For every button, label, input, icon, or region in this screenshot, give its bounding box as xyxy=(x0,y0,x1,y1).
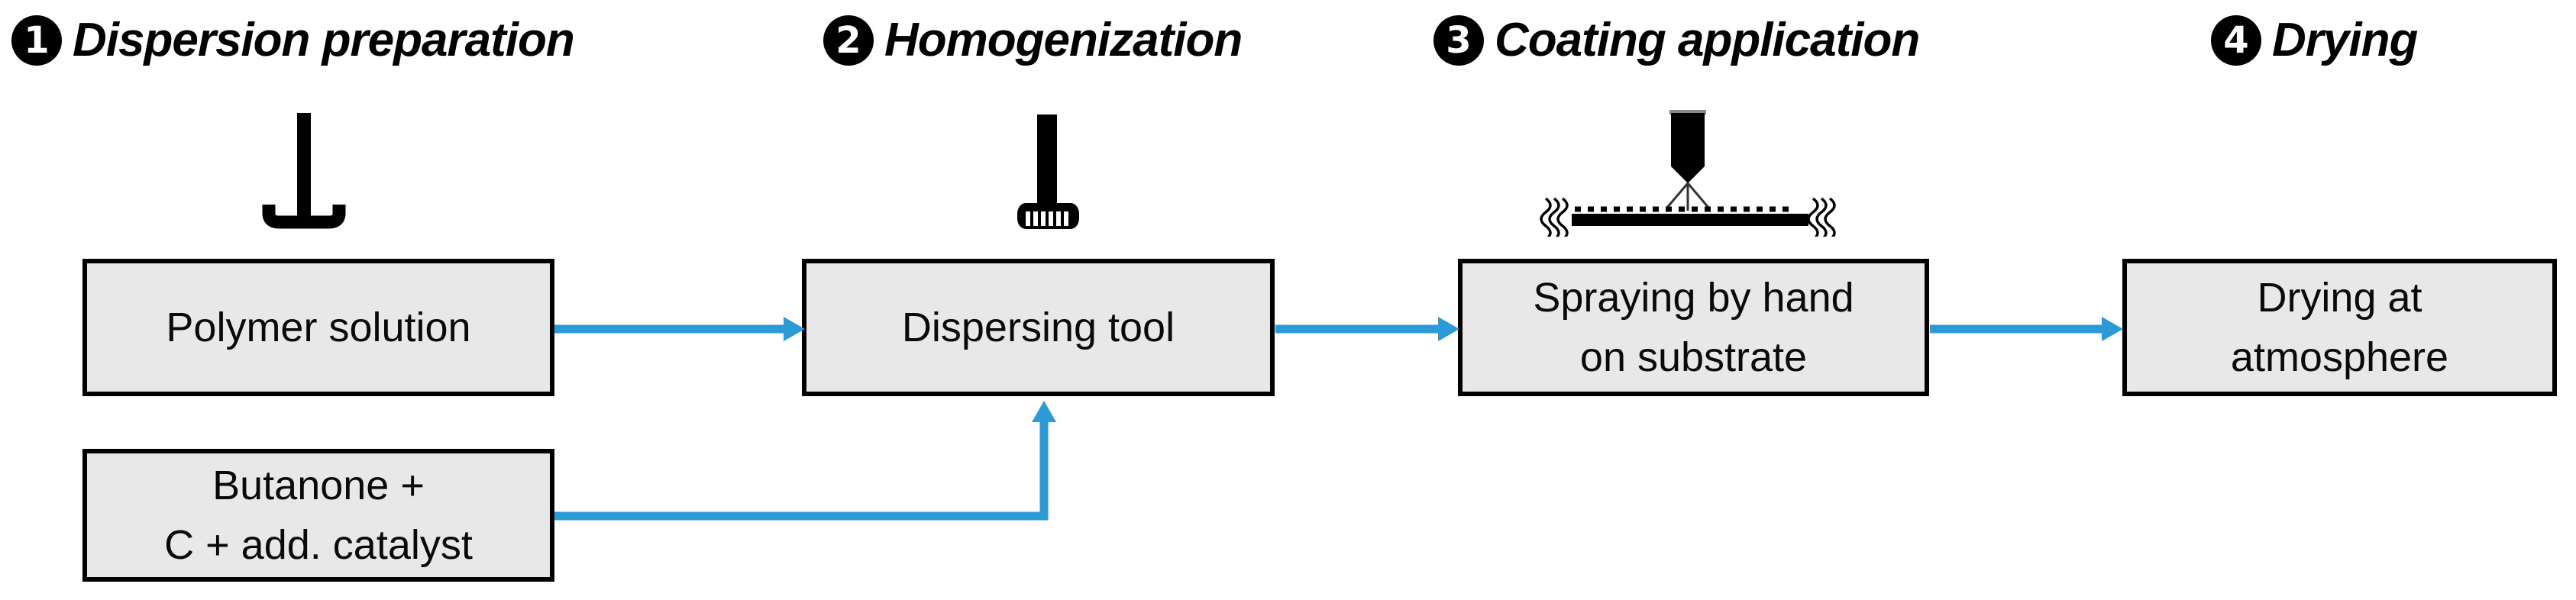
arrow-polymer-to-dispersing xyxy=(554,317,805,341)
box-polymer-solution: Polymer solution xyxy=(82,259,554,396)
box-label-line: atmosphere xyxy=(2230,334,2449,380)
step-title-2: 2 Homogenization xyxy=(823,14,1243,66)
box-label-line: on substrate xyxy=(1579,334,1808,380)
step-label: Coating application xyxy=(1495,14,1920,66)
step-title-4: 4 Drying xyxy=(2211,14,2418,66)
arrow-dispersing-to-spraying xyxy=(1275,317,1459,341)
box-label: Dispersing tool xyxy=(901,305,1175,350)
step-number-badge: 4 xyxy=(2211,15,2261,66)
arrow-butanone-to-dispersing xyxy=(554,401,1056,521)
box-drying-at-atmosphere: Drying at atmosphere xyxy=(2122,259,2557,396)
box-label-line: Drying at xyxy=(2257,275,2422,321)
box-dispersing-tool: Dispersing tool xyxy=(802,259,1275,396)
arrow-spraying-to-drying xyxy=(1930,317,2123,341)
step-number-badge: 1 xyxy=(11,15,62,66)
box-butanone-catalyst: Butanone + C + add. catalyst xyxy=(82,449,554,582)
step-number-badge: 3 xyxy=(1433,15,1484,66)
step-label: Homogenization xyxy=(884,14,1243,66)
step-number-badge: 2 xyxy=(823,15,874,66)
box-label-line: Butanone + xyxy=(212,463,425,508)
step-title-1: 1 Dispersion preparation xyxy=(11,14,575,66)
spray-on-heated-substrate-icon xyxy=(1535,107,1841,237)
box-label-line: Spraying by hand xyxy=(1533,275,1854,321)
anchor-stirrer-icon xyxy=(252,107,359,237)
step-title-3: 3 Coating application xyxy=(1433,14,1920,66)
box-spraying-by-hand: Spraying by hand on substrate xyxy=(1458,259,1929,396)
step-label: Drying xyxy=(2272,14,2418,66)
box-label-line: C + add. catalyst xyxy=(164,522,473,568)
step-label: Dispersion preparation xyxy=(73,14,575,66)
homogenizer-icon xyxy=(1012,111,1084,233)
box-label: Polymer solution xyxy=(166,305,471,350)
